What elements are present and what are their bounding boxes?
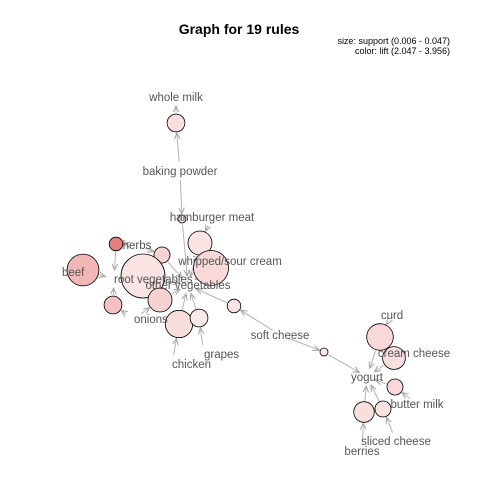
legend-color: color: lift (2.047 - 3.956) <box>355 46 450 56</box>
edge-rule-17-to-yogurt <box>375 380 387 384</box>
rules-layer <box>66 113 406 423</box>
item-label-hamburger-meat: hamburger meat <box>170 212 255 224</box>
edge-chicken-to-rule-11 <box>174 339 177 356</box>
edge-berries-to-rule-19 <box>362 423 363 443</box>
rule-node-18 <box>374 400 392 418</box>
edge-hamburger_meat-to-rule-3 <box>205 225 208 231</box>
item-label-cream-cheese: cream cheese <box>378 348 450 360</box>
rule-node-19 <box>353 401 375 423</box>
item-label-root-vegetables: root vegetables <box>114 274 193 286</box>
rule-node-16 <box>382 346 406 370</box>
item-label-curd: curd <box>381 310 403 322</box>
edge-soft_cheese-to-rule-13 <box>241 310 273 331</box>
edge-rule-12-to-other_vegetables <box>191 294 197 309</box>
rule-node-12 <box>189 308 209 328</box>
item-label-whipped-sour-cream: whipped/sour cream <box>177 256 282 268</box>
edge-grapes-to-rule-12 <box>200 328 202 346</box>
edge-rule-10-to-other_vegetables <box>171 289 180 294</box>
edge-rule-13-to-other_vegetables <box>196 289 228 304</box>
edge-rule-2-to-other_vegetables <box>181 223 187 276</box>
item-label-onions: onions <box>134 314 168 326</box>
rule-node-10 <box>147 287 173 313</box>
rule-node-11 <box>164 309 194 339</box>
rule-node-9 <box>103 295 123 315</box>
rule-node-17 <box>386 378 404 396</box>
item-label-baking-powder: baking powder <box>143 166 218 178</box>
edge-rule-16-to-yogurt <box>374 364 385 372</box>
rule-node-4 <box>108 236 124 252</box>
item-label-beef: beef <box>62 267 85 279</box>
item-label-other-vegetables: other vegetables <box>145 280 230 292</box>
edge-rule-6-to-other_vegetables <box>195 279 196 280</box>
edge-rule-11-to-other_vegetables <box>182 294 186 310</box>
edge-rule-15-to-yogurt <box>370 350 377 369</box>
item-label-grapes: grapes <box>204 349 239 361</box>
edge-butter_milk-to-rule-17 <box>402 392 411 399</box>
item-label-berries: berries <box>344 446 379 458</box>
edge-rule-8-to-other_vegetables <box>165 281 180 284</box>
edge-herbs-to-rule-5 <box>145 248 153 251</box>
edge-onions-to-rule-9 <box>121 310 126 314</box>
rule-node-1 <box>166 113 186 133</box>
edge-curd-to-rule-15 <box>387 323 388 325</box>
item-label-soft-cheese: soft cheese <box>251 330 310 342</box>
legend-size: size: support (0.006 - 0.047) <box>337 36 450 46</box>
rule-node-14 <box>319 347 329 357</box>
labels-layer: whole milk baking powder hamburger meat her… <box>62 92 450 458</box>
rule-node-13 <box>226 298 242 314</box>
item-label-whole-milk: whole milk <box>148 92 203 104</box>
edge-rule-7-to-root_vegetables <box>99 275 105 277</box>
edge-rule-5-to-other_vegetables <box>167 261 182 278</box>
rule-node-8 <box>120 253 166 299</box>
rule-node-2 <box>177 214 187 224</box>
item-label-butter-milk: butter milk <box>390 399 443 411</box>
item-label-yogurt: yogurt <box>351 372 384 384</box>
edge-rule-4-to-root_vegetables <box>115 251 116 270</box>
item-label-chicken: chicken <box>172 359 211 371</box>
graph-title: Graph for 19 rules <box>179 21 300 37</box>
rule-node-5 <box>153 246 171 264</box>
edge-soft_cheese-to-rule-14 <box>288 337 319 350</box>
edge-baking_powder-to-rule-2 <box>180 179 181 214</box>
rule-node-7 <box>66 253 100 287</box>
edge-baking_powder-to-rule-1 <box>177 133 179 163</box>
edge-rule-14-to-yogurt <box>328 354 359 373</box>
edge-rule-18-to-yogurt <box>371 385 380 402</box>
rule-node-15 <box>366 323 394 351</box>
item-label-herbs: herbs <box>123 240 152 252</box>
edge-onions-to-rule-10 <box>140 308 149 315</box>
item-label-sliced-cheese: sliced cheese <box>361 436 431 448</box>
edge-rule-19-to-yogurt <box>365 386 366 401</box>
rule-node-6 <box>193 250 229 286</box>
edge-sliced_cheese-to-rule-18 <box>386 417 394 433</box>
